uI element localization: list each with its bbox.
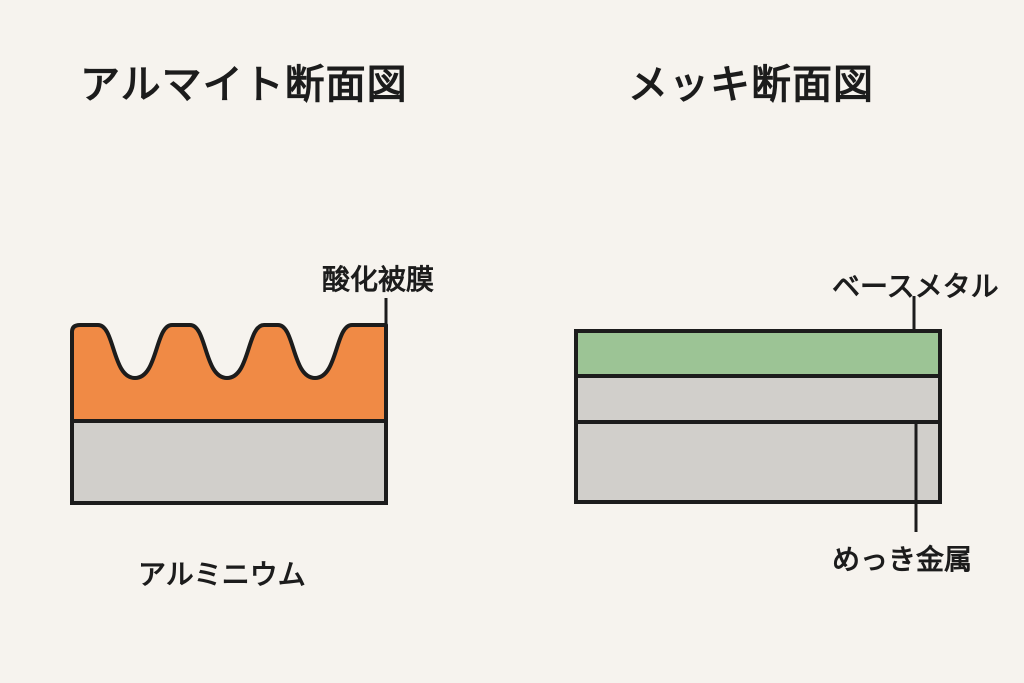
bottom-metal-layer xyxy=(574,420,942,504)
green-top-layer xyxy=(574,329,942,378)
plating-metal-label: めっき金属 xyxy=(832,543,973,576)
oxide-film-label: 酸化被膜 xyxy=(322,263,435,296)
aluminum-substrate xyxy=(70,419,388,505)
base-metal-label: ベースメタル xyxy=(832,270,999,303)
aluminum-label: アルミニウム xyxy=(138,558,306,591)
oxide-layer xyxy=(70,323,388,423)
plating-cross-section xyxy=(574,296,942,532)
anodize-cross-section xyxy=(70,298,388,505)
middle-metal-layer xyxy=(574,374,942,424)
anodize-title: アルマイト断面図 xyxy=(80,62,408,108)
plating-title: メッキ断面図 xyxy=(628,62,874,108)
